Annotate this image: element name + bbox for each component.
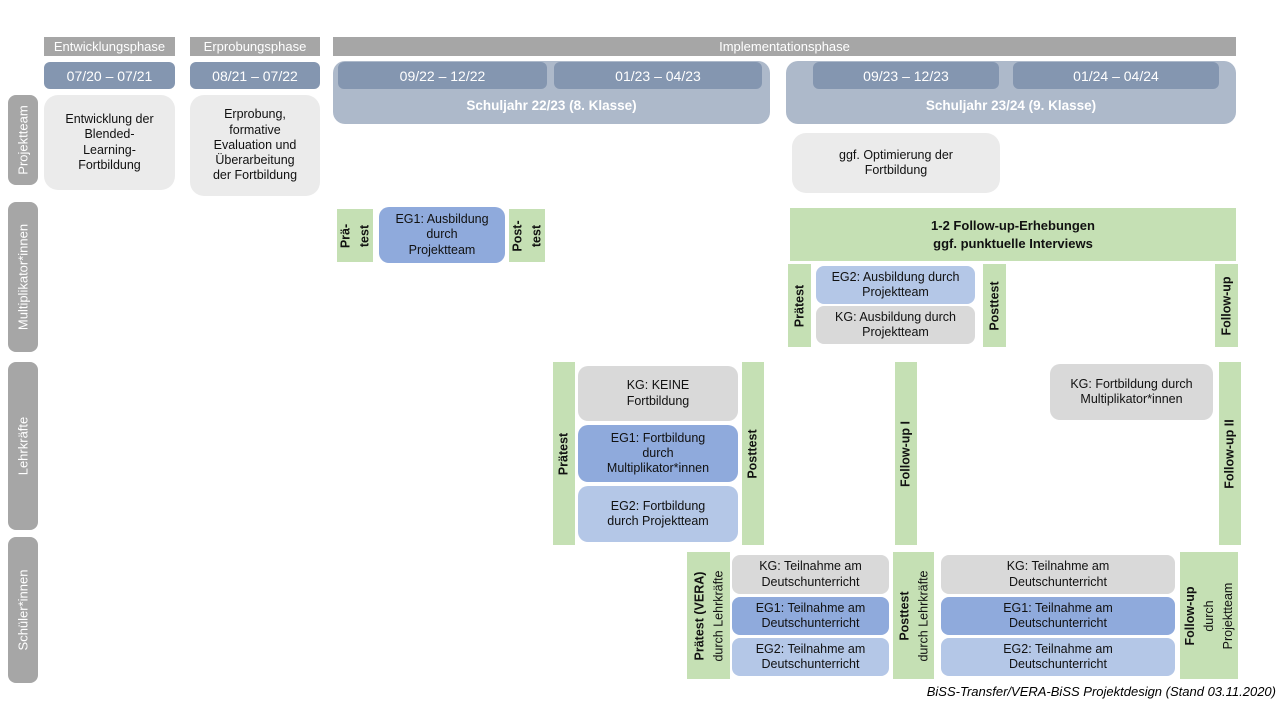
box-kg-teilnahme-2: KG: Teilnahme am Deutschunterricht <box>941 555 1175 594</box>
bar-posttest-schueler-line2: durch Lehrkräfte <box>915 569 930 662</box>
date-box-impl2: 01/23 – 04/23 <box>554 62 762 89</box>
bar-posttest-schueler-line1: Posttest <box>896 590 911 641</box>
box-eg1-teilnahme-2: EG1: Teilnahme am Deutschunterricht <box>941 597 1175 635</box>
bar-praetest-multiplikatoren-1: Prä- test <box>337 209 373 262</box>
date-box-impl1: 09/22 – 12/22 <box>338 62 547 89</box>
schuljahr-label-23-24: Schuljahr 23/24 (9. Klasse) <box>925 98 1097 113</box>
bar-praetest-line2: test <box>357 224 371 247</box>
bar-followup-multiplikatoren: Follow-up <box>1215 264 1238 347</box>
lane-schueler: Schüler*innen <box>8 537 38 683</box>
lane-label-projektteam: Projektteam <box>15 105 31 175</box>
lane-projektteam: Projektteam <box>8 95 38 185</box>
box-eg2-fortbildung: EG2: Fortbildung durch Projektteam <box>578 486 738 542</box>
bar-posttest-line2: test <box>529 224 543 247</box>
box-kg-ausbildung: KG: Ausbildung durch Projektteam <box>816 306 975 344</box>
bar-posttest-multiplikatoren-1: Post- test <box>509 209 545 262</box>
box-kg-keine-fortbildung: KG: KEINE Fortbildung <box>578 366 738 421</box>
phase-header-erprobungsphase: Erprobungsphase <box>190 37 320 56</box>
box-kg-teilnahme-1: KG: Teilnahme am Deutschunterricht <box>732 555 889 594</box>
bar-praetest-lehrkraefte: Prätest <box>553 362 575 545</box>
box-eg1-fortbildung: EG1: Fortbildung durch Multiplikator*inn… <box>578 425 738 482</box>
date-box-impl3: 09/23 – 12/23 <box>813 62 999 89</box>
bar-followup-schueler: Follow-up durch Projektteam <box>1180 552 1238 679</box>
bar-followup-schueler-line3: Projektteam <box>1220 582 1235 649</box>
box-eg1-ausbildung: EG1: Ausbildung durch Projektteam <box>379 207 505 263</box>
box-eg2-teilnahme-2: EG2: Teilnahme am Deutschunterricht <box>941 638 1175 676</box>
bar-praetest-vera-line2: durch Lehrkräfte <box>710 569 725 662</box>
bar-followup2-lehrkraefte: Follow-up II <box>1219 362 1241 545</box>
box-optimierung-fortbildung: ggf. Optimierung der Fortbildung <box>792 133 1000 193</box>
phase-header-entwicklungsphase: Entwicklungsphase <box>44 37 175 56</box>
date-box-impl4: 01/24 – 04/24 <box>1013 62 1219 89</box>
bar-posttest-multiplikatoren-2: Posttest <box>983 264 1006 347</box>
bar-praetest-vera-schueler: Prätest (VERA) durch Lehrkräfte <box>687 552 730 679</box>
box-followup-erhebungen: 1-2 Follow-up-Erhebungen ggf. punktuelle… <box>790 208 1236 261</box>
box-eg1-teilnahme-1: EG1: Teilnahme am Deutschunterricht <box>732 597 889 635</box>
lane-label-multiplikatoren: Multiplikator*innen <box>15 223 31 331</box>
lane-label-schueler: Schüler*innen <box>15 569 31 651</box>
bar-praetest-vera-line1: Prätest (VERA) <box>691 571 706 660</box>
lane-label-lehrkraefte: Lehrkräfte <box>15 416 31 476</box>
bar-praetest-line1: Prä- <box>338 223 353 248</box>
bar-followup-schueler-line2: durch <box>1201 599 1216 632</box>
bar-posttest-lehrkraefte: Posttest <box>742 362 764 545</box>
date-box-entwicklung: 07/20 – 07/21 <box>44 62 175 89</box>
box-eg2-teilnahme-1: EG2: Teilnahme am Deutschunterricht <box>732 638 889 676</box>
bar-posttest-line1: Post- <box>510 219 525 252</box>
bar-followup-schueler-line1: Follow-up <box>1182 585 1197 646</box>
box-eg2-ausbildung: EG2: Ausbildung durch Projektteam <box>816 266 975 304</box>
bar-followup1-lehrkraefte: Follow-up I <box>895 362 917 545</box>
diagram-caption: BiSS-Transfer/VERA-BiSS Projektdesign (S… <box>926 684 1276 699</box>
box-erprobung-evaluation: Erprobung, formative Evaluation und Über… <box>190 95 320 196</box>
schuljahr-label-22-23: Schuljahr 22/23 (8. Klasse) <box>466 98 637 113</box>
box-entwicklung-fortbildung: Entwicklung der Blended- Learning- Fortb… <box>44 95 175 190</box>
box-kg-fortbildung-multiplikatoren: KG: Fortbildung durch Multiplikator*inne… <box>1050 364 1213 420</box>
lane-multiplikatoren: Multiplikator*innen <box>8 202 38 352</box>
phase-header-implementationsphase: Implementationsphase <box>333 37 1236 56</box>
bar-praetest-multiplikatoren-2: Prätest <box>788 264 811 347</box>
date-box-erprobung: 08/21 – 07/22 <box>190 62 320 89</box>
bar-posttest-schueler: Posttest durch Lehrkräfte <box>893 552 934 679</box>
lane-lehrkraefte: Lehrkräfte <box>8 362 38 530</box>
